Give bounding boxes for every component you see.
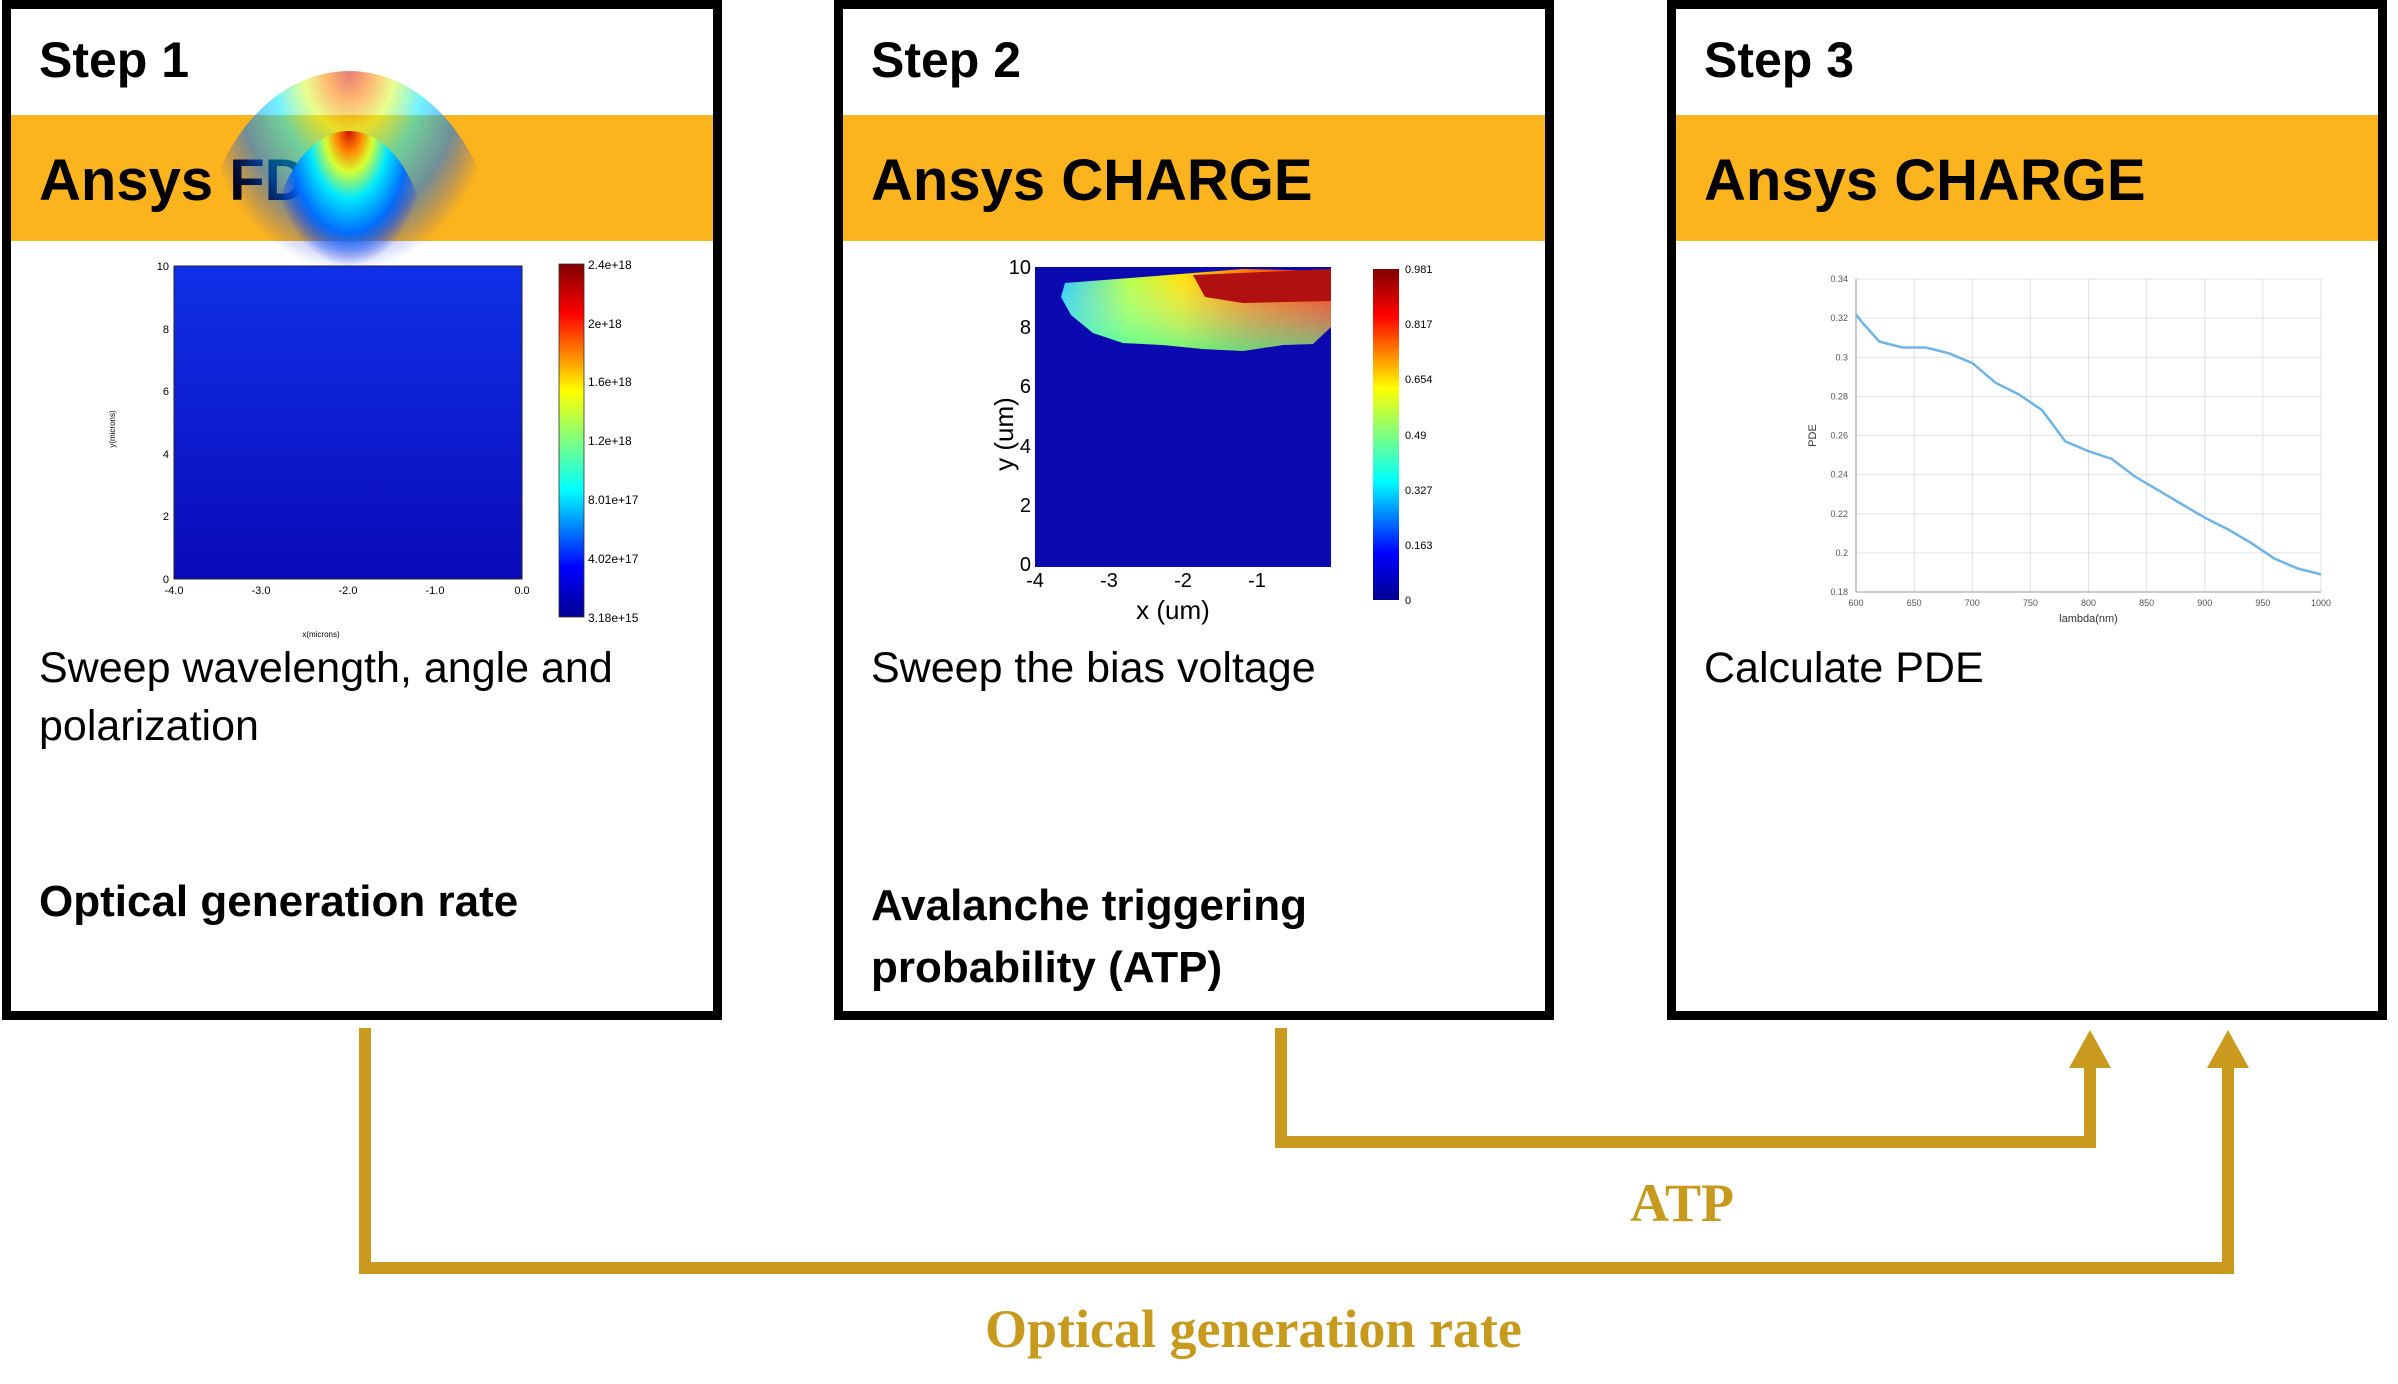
heatmap2-xlabel: x (um) [1136, 595, 1210, 625]
heatmap2-colorbar-ticks: 0.981 0.817 0.654 0.49 0.327 0.163 0 [1405, 264, 1433, 607]
colorbar2-tick: 0.654 [1405, 374, 1433, 386]
pde-x-tick: 750 [2023, 598, 2038, 608]
colorbar1-tick: 3.18e+15 [588, 611, 639, 625]
step2-title: Step 2 [871, 32, 1022, 88]
step1-description: Sweep wavelength, angle and polarization [39, 644, 613, 750]
pde-x-tick: 700 [1965, 598, 1980, 608]
heatmap2-y-tick: 0 [1020, 554, 1031, 576]
pde-y-tick: 0.22 [1830, 509, 1848, 519]
ogr-flow-arrowhead [2207, 1030, 2249, 1068]
heatmap1-colorbar-ticks: 2.4e+18 2e+18 1.6e+18 1.2e+18 8.01e+17 4… [588, 258, 639, 625]
heatmap1-ylabel: y(microns) [108, 410, 117, 448]
heatmap1-x-tick: 0.0 [514, 585, 529, 597]
ogr-flow-label: Optical generation rate [985, 1299, 1522, 1359]
colorbar2-tick: 0.163 [1405, 540, 1433, 552]
colorbar1-tick: 2e+18 [588, 317, 622, 331]
heatmap1-xlabel: x(microns) [302, 630, 340, 639]
optical-generation-heatmap: 10 8 6 4 2 0 -4.0 -3.0 -2.0 -1.0 0.0 x(m… [108, 71, 639, 639]
heatmap2-x-tick: -1 [1248, 570, 1266, 592]
heatmap2-ylabel: y (um) [989, 397, 1019, 471]
step3-tool-band: Ansys CHARGE [1676, 115, 2378, 241]
pde-y-tick: 0.24 [1830, 470, 1848, 480]
colorbar1-tick: 8.01e+17 [588, 493, 639, 507]
colorbar2-tick: 0 [1405, 595, 1411, 607]
pde-line-chart: 600 650 700 750 800 850 900 950 1000 0.18 0.2 0.22 0… [1807, 274, 2331, 625]
pde-x-tick: 950 [2255, 598, 2270, 608]
pde-y-tick: 0.32 [1830, 313, 1848, 323]
heatmap2-atp-peak [1193, 269, 1331, 303]
atp-flow-arrowhead [2069, 1030, 2111, 1068]
step2-panel: Step 2 Ansys CHARGE [834, 0, 1554, 1020]
pde-x-tick: 800 [2081, 598, 2096, 608]
heatmap2-x-tick: -4 [1026, 570, 1044, 592]
heatmap2-x-ticks: -4 -3 -2 -1 [1026, 570, 1266, 592]
heatmap2-y-tick: 10 [1009, 257, 1031, 279]
step3-tool-name: Ansys CHARGE [1704, 148, 2146, 213]
pde-y-tick: 0.28 [1830, 391, 1848, 401]
step2-tool-name: Ansys CHARGE [871, 148, 1313, 213]
pde-y-tick: 0.3 [1835, 352, 1848, 362]
heatmap1-y-tick: 10 [157, 261, 169, 273]
step3-title: Step 3 [1704, 32, 1855, 88]
heatmap2-y-tick: 8 [1020, 317, 1031, 339]
heatmap1-colorbar [558, 263, 585, 618]
step1-panel: Step 1 Ansys FDTD [2, 0, 722, 1020]
colorbar2-tick: 0.817 [1405, 319, 1433, 331]
atp-flow-line [1275, 1028, 2096, 1148]
heatmap1-x-tick: -2.0 [339, 585, 358, 597]
step1-title: Step 1 [39, 32, 190, 88]
step2-tool-band: Ansys CHARGE [843, 115, 1545, 241]
colorbar1-tick: 4.02e+17 [588, 552, 639, 566]
pde-x-tick: 1000 [2311, 598, 2331, 608]
heatmap1-x-tick: -4.0 [165, 585, 184, 597]
colorbar2-tick: 0.49 [1405, 430, 1426, 442]
pde-x-tick: 600 [1848, 598, 1863, 608]
step2-description: Sweep the bias voltage [871, 644, 1316, 692]
heatmap1-y-tick: 8 [163, 324, 169, 336]
heatmap2-x-tick: -2 [1174, 570, 1192, 592]
step1-output: Optical generation rate [39, 877, 519, 926]
pde-y-tick: 0.26 [1830, 431, 1848, 441]
heatmap1-frame [173, 265, 523, 580]
colorbar1-tick: 2.4e+18 [588, 258, 632, 272]
heatmap1-y-ticks: 10 8 6 4 2 0 [157, 261, 169, 586]
atp-heatmap: 10 8 6 4 2 0 -4 -3 -2 -1 x (um) y (um) 0… [989, 257, 1433, 625]
colorbar1-tick: 1.2e+18 [588, 434, 632, 448]
heatmap2-y-tick: 2 [1020, 495, 1031, 517]
heatmap2-x-tick: -3 [1100, 570, 1118, 592]
heatmap2-y-ticks: 10 8 6 4 2 0 [1009, 257, 1031, 576]
step3-description: Calculate PDE [1704, 644, 1984, 692]
heatmap1-y-tick: 4 [163, 449, 169, 461]
pde-y-tick: 0.18 [1830, 587, 1848, 597]
heatmap2-colorbar [1373, 269, 1399, 600]
pde-ylabel: PDE [1807, 424, 1819, 447]
heatmap1-y-tick: 6 [163, 386, 169, 398]
pde-x-tick: 900 [2197, 598, 2212, 608]
colorbar2-tick: 0.981 [1405, 264, 1433, 276]
colorbar2-tick: 0.327 [1405, 485, 1433, 497]
heatmap2-y-tick: 4 [1020, 436, 1031, 458]
heatmap1-y-tick: 0 [163, 574, 169, 586]
pde-xlabel: lambda(nm) [2059, 613, 2118, 625]
heatmap1-x-tick: -1.0 [426, 585, 445, 597]
pde-x-tick: 850 [2139, 598, 2154, 608]
heatmap2-y-tick: 6 [1020, 376, 1031, 398]
heatmap1-x-tick: -3.0 [252, 585, 271, 597]
heatmap1-x-ticks: -4.0 -3.0 -2.0 -1.0 0.0 [165, 585, 530, 597]
colorbar1-tick: 1.6e+18 [588, 375, 632, 389]
ogr-flow-line [359, 1028, 2234, 1274]
pde-series-line [1854, 313, 2322, 576]
pde-x-tick: 650 [1907, 598, 1922, 608]
pde-y-tick: 0.2 [1835, 548, 1848, 558]
pde-y-tick: 0.34 [1830, 274, 1848, 284]
atp-flow-label: ATP [1630, 1173, 1734, 1233]
step2-output: Avalanche triggering probability (ATP) [871, 881, 1308, 992]
step3-panel: Step 3 Ansys CHARGE 600 650 700 750 800 850 90… [1667, 0, 2387, 1020]
heatmap1-y-tick: 2 [163, 511, 169, 523]
